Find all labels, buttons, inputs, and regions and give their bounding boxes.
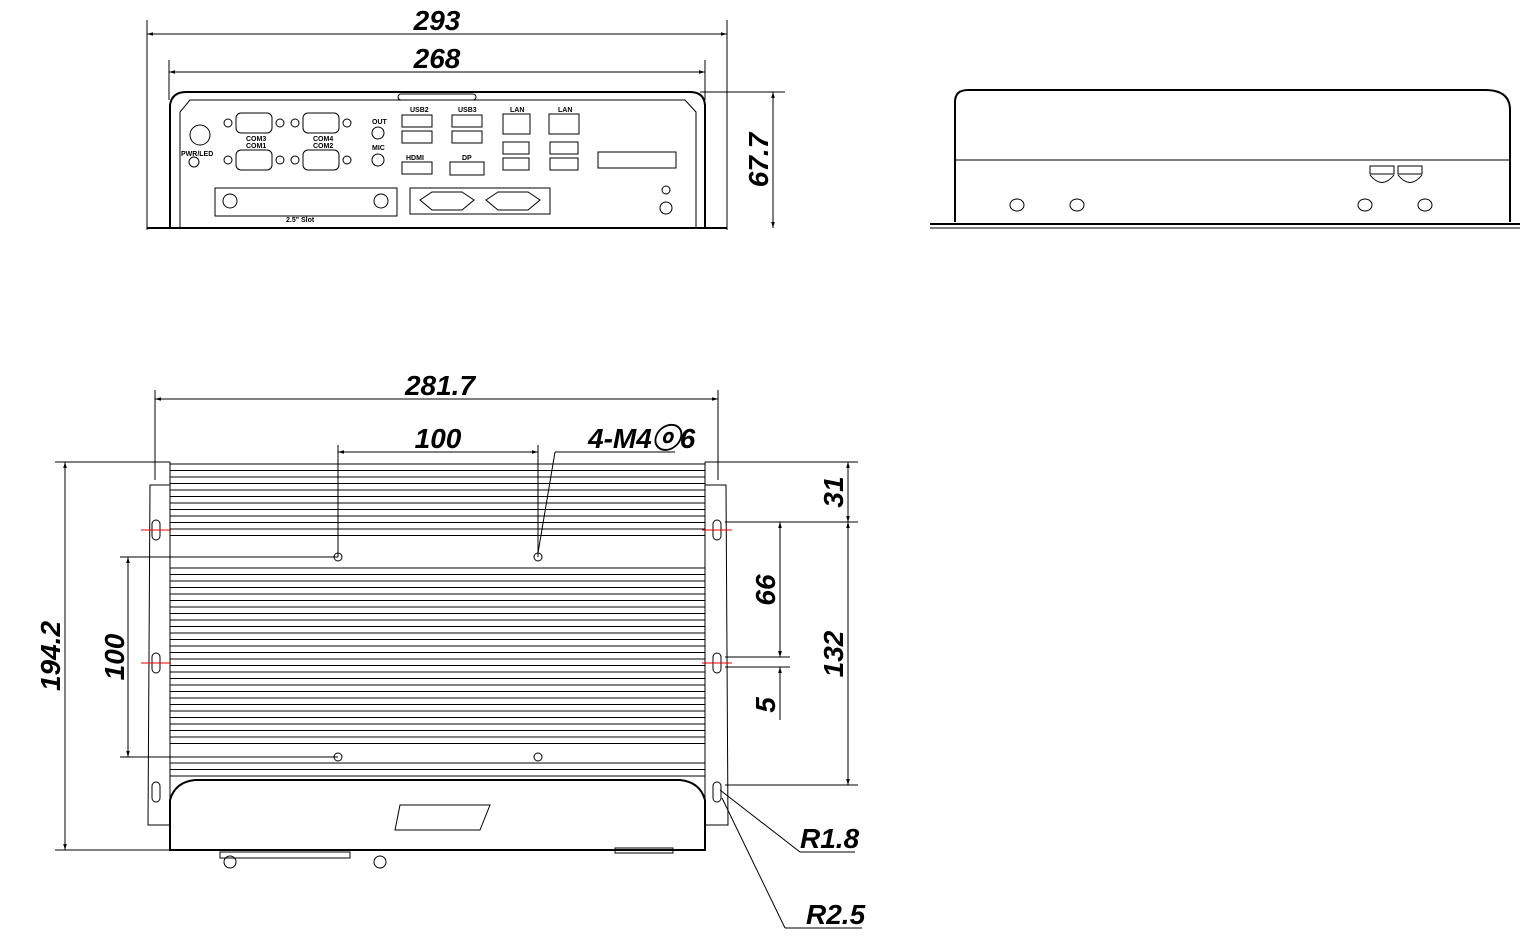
left-flange bbox=[147, 484, 170, 826]
label-lan1: LAN bbox=[510, 107, 524, 114]
mounting-slot bbox=[712, 781, 722, 803]
dim-overall-depth: 194.2 bbox=[35, 621, 66, 691]
label-hdmi: HDMI bbox=[406, 155, 424, 162]
label-slot: 2.5" Slot bbox=[286, 217, 315, 224]
label-pwr-led: PWR/LED bbox=[181, 151, 213, 158]
dim-slot-span: 132 bbox=[818, 630, 849, 677]
dim-slot-pitch: 66 bbox=[750, 574, 781, 606]
label-lan2: LAN bbox=[558, 107, 572, 114]
dim-bottom-width: 281.7 bbox=[404, 370, 476, 401]
right-flange bbox=[705, 484, 729, 826]
dim-overall-width: 293 bbox=[413, 5, 461, 36]
front-panel-outline bbox=[169, 91, 706, 228]
dim-hole-spacing-y: 100 bbox=[99, 633, 130, 680]
dim-height: 67.7 bbox=[743, 131, 774, 187]
label-com3: COM3 bbox=[246, 136, 266, 143]
side-outline bbox=[954, 89, 1511, 222]
com-ports: COM3 COM4 COM1 COM2 bbox=[223, 112, 352, 171]
label-usb3: USB3 bbox=[458, 107, 477, 114]
drive-slot bbox=[214, 187, 398, 217]
screw-spec-callout: 4-M4ⓞ6 bbox=[587, 423, 696, 454]
bottom-view: 281.7 100 4-M4ⓞ6 194.2 100 31 132 66 5 R… bbox=[35, 370, 866, 930]
label-usb2: USB2 bbox=[410, 107, 429, 114]
radius-large-callout: R2.5 bbox=[806, 899, 866, 930]
dim-slot-length: 5 bbox=[750, 697, 781, 713]
dim-top-offset: 31 bbox=[818, 476, 849, 507]
power-button bbox=[189, 124, 211, 146]
heatsink-fins bbox=[170, 463, 705, 777]
label-com1: COM1 bbox=[246, 143, 266, 150]
radius-small-callout: R1.8 bbox=[800, 823, 860, 854]
front-view: 293 268 67.7 PWR/LED COM3 COM4 COM1 COM2… bbox=[146, 5, 785, 230]
label-com2: COM2 bbox=[313, 143, 333, 150]
label-dp: DP bbox=[462, 155, 472, 162]
db9-blank-panel bbox=[409, 187, 551, 215]
label-com4: COM4 bbox=[313, 136, 333, 143]
dim-panel-width: 268 bbox=[413, 43, 461, 74]
mounting-slot bbox=[151, 781, 161, 803]
bottom-front-bezel bbox=[169, 779, 706, 851]
label-out: OUT bbox=[372, 119, 388, 126]
side-view bbox=[930, 89, 1520, 229]
dc-power-connector bbox=[597, 151, 677, 169]
label-mic: MIC bbox=[372, 145, 385, 152]
dim-hole-spacing-x: 100 bbox=[415, 423, 462, 454]
